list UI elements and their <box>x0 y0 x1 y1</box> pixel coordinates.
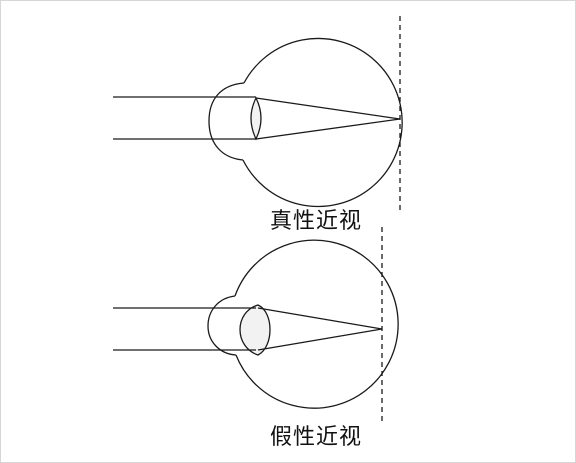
eyeball-outline <box>234 239 399 409</box>
cornea-outline <box>208 82 245 161</box>
refracted-ray-lower <box>257 328 383 351</box>
caption-pseudo-myopia: 假性近视 <box>270 425 363 450</box>
caption-true-myopia: 真性近视 <box>270 209 363 234</box>
eye-true-myopia <box>113 16 403 212</box>
refracted-ray-upper <box>255 97 401 120</box>
cornea-outline <box>207 295 237 356</box>
eye-pseudo-myopia <box>113 227 399 423</box>
eyeball-outline <box>242 37 403 208</box>
lens <box>239 304 271 356</box>
refracted-ray-lower <box>255 118 401 140</box>
lens <box>250 96 262 141</box>
refracted-ray-upper <box>257 307 383 330</box>
